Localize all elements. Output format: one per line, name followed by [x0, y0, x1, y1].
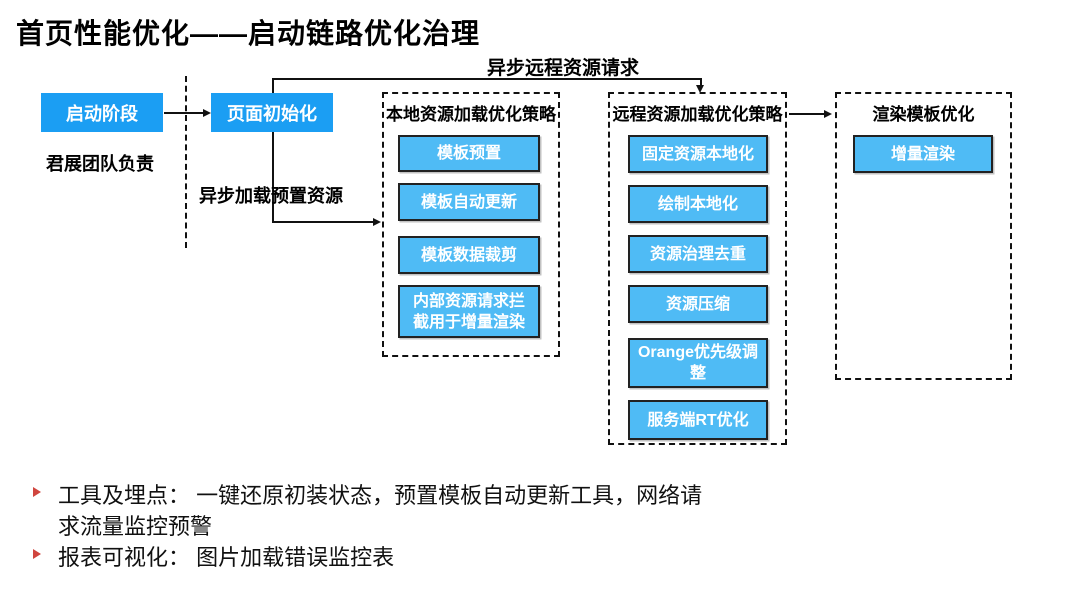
note-item: 报表可视化： 图片加载错误监控表 [58, 545, 395, 570]
group-title: 渲染模板优化 [872, 105, 975, 124]
strategy-item: 固定资源本地化 [628, 135, 768, 173]
arrowhead-right-icon [203, 109, 211, 117]
owner-note: 君展团队负责 [46, 154, 154, 174]
strategy-item: Orange优先级调整 [628, 338, 768, 388]
edge-label-async-preset: 异步加载预置资源 [199, 186, 343, 206]
arrowhead-right-icon [373, 218, 381, 226]
bullet-triangle-icon [33, 549, 41, 559]
connector-mid-drop [272, 132, 274, 223]
strategy-item: 模板自动更新 [398, 183, 540, 221]
group-local-resource-strategy: 本地资源加载优化策略 模板预置 模板自动更新 模板数据裁剪 内部资源请求拦截用于… [382, 92, 560, 357]
arrowhead-down-icon [696, 85, 704, 93]
group-title: 远程资源加载优化策略 [612, 105, 783, 124]
group-render-template-optimization: 渲染模板优化 增量渲染 [835, 92, 1012, 380]
strategy-item: 资源压缩 [628, 285, 768, 323]
bullet-triangle-icon [33, 487, 41, 497]
connector-remote-to-render [789, 113, 825, 115]
edge-label-async-remote: 异步远程资源请求 [487, 58, 640, 79]
page-title: 首页性能优化——启动链路优化治理 [16, 18, 481, 49]
group-title: 本地资源加载优化策略 [386, 105, 556, 124]
strategy-item: 资源治理去重 [628, 235, 768, 273]
connector-top-drop [700, 78, 702, 86]
connector-top-horizontal [272, 78, 702, 80]
note-item: 工具及埋点： 一键还原初装状态，预置模板自动更新工具，网络请求流量监控预警 [58, 483, 703, 539]
strategy-item: 内部资源请求拦截用于增量渲染 [398, 285, 540, 338]
connector-start-to-init [164, 112, 204, 114]
flow-node-start: 启动阶段 [41, 93, 163, 132]
strategy-item: 模板预置 [398, 135, 540, 172]
group-remote-resource-strategy: 远程资源加载优化策略 固定资源本地化 绘制本地化 资源治理去重 资源压缩 Ora… [608, 92, 787, 445]
connector-top-riser [272, 78, 274, 93]
flow-node-init: 页面初始化 [211, 93, 333, 132]
strategy-item: 模板数据裁剪 [398, 236, 540, 274]
strategy-item: 服务端RT优化 [628, 400, 768, 440]
strategy-item: 增量渲染 [853, 135, 993, 173]
connector-mid-horizontal [272, 221, 374, 223]
arrowhead-right-icon [824, 110, 832, 118]
strategy-item: 绘制本地化 [628, 185, 768, 223]
phase-divider-dashed-line [185, 76, 187, 248]
